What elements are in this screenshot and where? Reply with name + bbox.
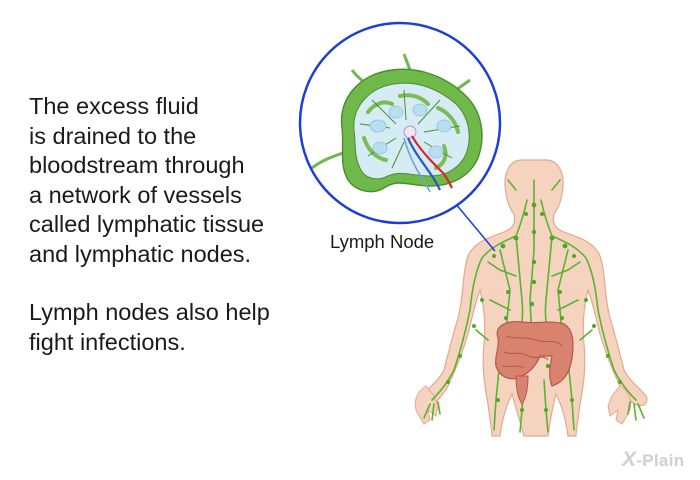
lymph-node-label: Lymph Node bbox=[330, 231, 435, 252]
text-line: The excess fluid bbox=[29, 93, 199, 119]
zoom-circle-outline bbox=[298, 21, 502, 225]
vein-vessel bbox=[406, 137, 441, 191]
intestines bbox=[494, 321, 574, 405]
paragraph-infections: Lymph nodes also help fight infections. bbox=[29, 298, 319, 357]
logo-mark: X bbox=[622, 448, 637, 471]
text-line: Lymph nodes also help bbox=[29, 299, 270, 325]
text-line: and lymphatic nodes. bbox=[29, 240, 252, 267]
xplain-logo: X-Plain bbox=[622, 448, 684, 472]
artery-vessel bbox=[411, 135, 453, 189]
lymph-node-zoom-circle bbox=[298, 21, 502, 225]
text-line: fight infections. bbox=[29, 328, 186, 355]
text-line: is drained to the bbox=[29, 122, 197, 149]
left-hand bbox=[414, 385, 439, 425]
rectum bbox=[515, 375, 529, 405]
logo-text: -Plain bbox=[636, 451, 685, 470]
body-silhouette bbox=[420, 159, 648, 437]
explanation-text: The excess fluid is drained to the blood… bbox=[29, 92, 319, 357]
text-line: a network of vessels bbox=[29, 181, 242, 208]
text-line: called lymphatic tissue bbox=[29, 211, 265, 237]
text-line: bloodstream through bbox=[29, 152, 245, 178]
callout-pointer-line bbox=[454, 202, 496, 252]
human-body-figure bbox=[414, 159, 648, 437]
paragraph-fluid-drainage: The excess fluid is drained to the blood… bbox=[29, 92, 319, 269]
